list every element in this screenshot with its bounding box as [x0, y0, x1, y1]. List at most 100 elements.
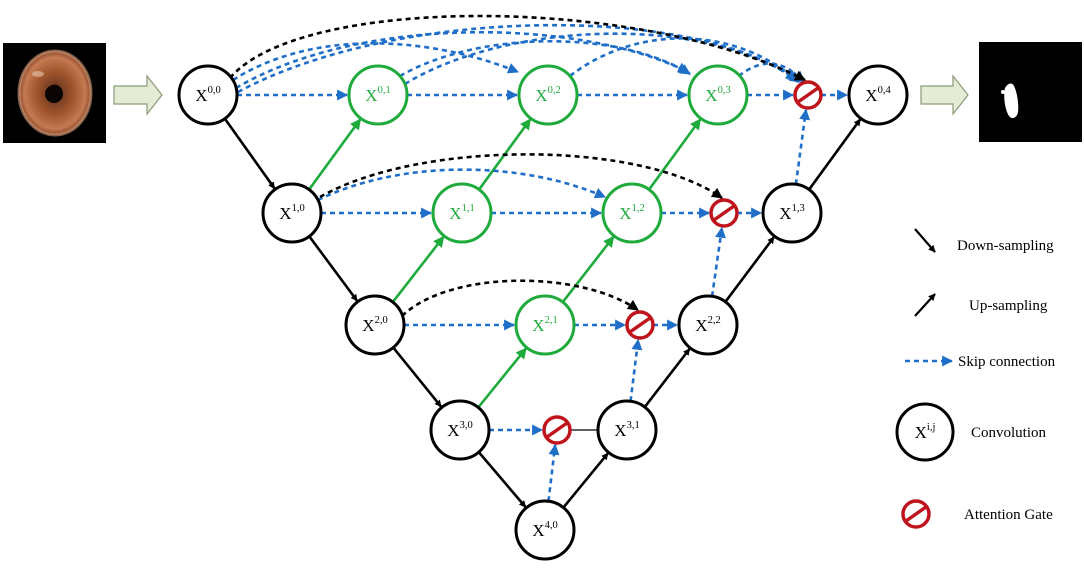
- node-circle: [847, 64, 909, 126]
- node-label-base: X: [449, 204, 461, 223]
- down-sampling-edge: [477, 451, 527, 508]
- legend-node-base: X: [915, 423, 927, 442]
- convolution-label: Convolution: [971, 425, 1047, 441]
- node-circle: [429, 399, 491, 461]
- down-sampling-edge: [392, 346, 443, 408]
- node-x01: X0,1: [347, 64, 409, 126]
- long-skip-edge: [399, 39, 691, 78]
- long-skip-edge: [232, 42, 520, 82]
- edges-layer: [223, 14, 862, 509]
- skip-connection-label: Skip connection: [958, 354, 1056, 370]
- long-skip-edge: [237, 23, 797, 94]
- node-label-base: X: [535, 86, 547, 105]
- node-circle: [344, 294, 406, 356]
- node-label: X0,2: [535, 85, 560, 105]
- nested-up-sampling-edge: [477, 347, 528, 409]
- down-sampling-edge: [308, 235, 359, 302]
- node-label-sup: 0,3: [718, 85, 731, 96]
- node-circle: [761, 182, 823, 244]
- node-x20: X2,0: [344, 294, 406, 356]
- node-circle: [261, 182, 323, 244]
- node-label: X3,0: [447, 420, 472, 440]
- up-sampling-edge: [643, 347, 691, 408]
- up-sampling-edge: [808, 118, 862, 191]
- node-label-base: X: [532, 316, 544, 335]
- node-circle: [347, 64, 409, 126]
- node-label-base: X: [279, 204, 291, 223]
- down-sampling-label: Down-sampling: [957, 238, 1054, 254]
- node-label-sup: 1,1: [462, 203, 475, 214]
- legend-skip-connection: Skip connection: [905, 354, 1056, 370]
- output-arrow-icon: [920, 74, 969, 116]
- node-x03: X0,3: [687, 64, 749, 126]
- node-label: X2,2: [695, 315, 720, 335]
- attention-gate-label: Attention Gate: [964, 507, 1053, 523]
- node-label: X2,1: [532, 315, 557, 335]
- long-skip-edge: [317, 168, 607, 202]
- node-x21: X2,1: [514, 294, 576, 356]
- node-label-sup: 3,0: [460, 420, 473, 431]
- node-label: X0,3: [705, 85, 730, 105]
- up-sampling-edge: [724, 236, 776, 303]
- node-label-sup: 0,1: [378, 85, 391, 96]
- node-label-sup: 1,2: [632, 203, 645, 214]
- node-x02: X0,2: [517, 64, 579, 126]
- node-circle: [514, 294, 576, 356]
- node-label: X1,0: [279, 203, 304, 223]
- legend-attention-gate: Attention Gate: [901, 499, 1053, 529]
- legend-convolution: Xi,j Convolution: [895, 402, 1047, 462]
- nested-up-sampling-edge: [391, 235, 445, 303]
- node-label-base: X: [695, 316, 707, 335]
- up-sampling-label: Up-sampling: [969, 298, 1048, 314]
- long-skip-edge-black: [229, 14, 806, 82]
- node-label-base: X: [779, 204, 791, 223]
- node-label: X4,0: [532, 520, 557, 540]
- node-x13: X1,3: [761, 182, 823, 244]
- node-label-sup: 1,3: [792, 203, 805, 214]
- node-circle: [177, 64, 239, 126]
- node-label-sup: 0,4: [878, 85, 892, 96]
- node-label-base: X: [365, 86, 377, 105]
- node-circle: [677, 294, 739, 356]
- gating-signal-edge: [629, 338, 643, 402]
- attention-gate-icon: [625, 310, 655, 340]
- node-circle: [431, 182, 493, 244]
- node-label-base: X: [195, 86, 207, 105]
- long-skip-edge-black: [401, 279, 639, 317]
- node-label-base: X: [532, 521, 544, 540]
- legend: Down-sampling Up-sampling Skip connectio…: [895, 228, 1056, 529]
- up-sampling-arrow-icon: [914, 293, 936, 317]
- gating-signal-edge: [710, 226, 726, 297]
- node-label: X0,1: [365, 85, 390, 105]
- node-x10: X1,0: [261, 182, 323, 244]
- legend-up-sampling: Up-sampling: [914, 293, 1048, 317]
- gating-signal-edge: [547, 443, 560, 502]
- node-label-sup: 1,0: [292, 203, 305, 214]
- node-label-base: X: [705, 86, 717, 105]
- node-x30: X3,0: [429, 399, 491, 461]
- node-label-sup: 0,2: [548, 85, 561, 96]
- node-label-sup: 3,1: [627, 420, 640, 431]
- node-label: X0,4: [865, 85, 891, 105]
- node-x04: X0,4: [847, 64, 909, 126]
- long-skip-edge: [235, 30, 689, 90]
- nested-up-sampling-edge: [308, 118, 362, 191]
- nested-up-sampling-edge: [561, 235, 615, 303]
- node-circle: [601, 182, 663, 244]
- convolution-node-icon: [895, 402, 955, 462]
- node-x22: X2,2: [677, 294, 739, 356]
- attention-gate-icon: [901, 499, 931, 529]
- node-circle: [517, 64, 579, 126]
- node-label: X1,3: [779, 203, 804, 223]
- node-x40: X4,0: [514, 499, 576, 561]
- node-label-sup: 2,0: [375, 315, 388, 326]
- node-label: X3,1: [614, 420, 639, 440]
- input-arrow-icon: [113, 74, 163, 116]
- node-label-base: X: [619, 204, 631, 223]
- gating-signal-edge: [794, 108, 811, 185]
- legend-node-sup: i,j: [927, 422, 936, 433]
- node-label-base: X: [614, 421, 626, 440]
- attention-gate-icon: [793, 80, 823, 110]
